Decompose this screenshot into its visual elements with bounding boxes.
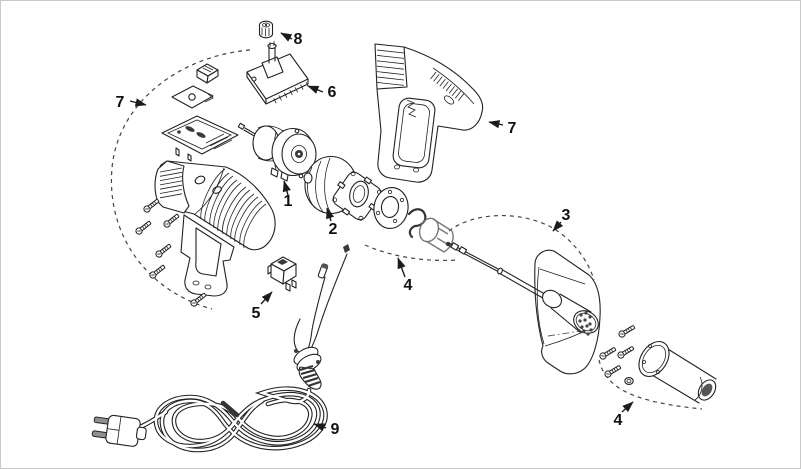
heater-core	[541, 289, 599, 336]
housing-left-shell	[154, 160, 276, 297]
callout-4-bottom: 4	[614, 401, 634, 429]
callout-label: 7	[116, 94, 125, 111]
part-housing-right	[374, 43, 484, 183]
callout-label: 4	[404, 277, 413, 294]
cord-tie	[220, 400, 240, 418]
dashed-group-arc-left-housing	[110, 49, 251, 310]
callout-5: 5	[252, 291, 273, 322]
power-plug	[91, 414, 147, 447]
part-housing-left-assembly	[134, 63, 276, 308]
cord-strain-relief	[293, 346, 322, 390]
callout-7-right: 7	[488, 120, 517, 137]
cord-coil	[135, 386, 328, 453]
lead-wire	[308, 253, 348, 354]
callout-2: 2	[326, 207, 338, 238]
retainer-clip	[196, 63, 219, 84]
callout-label: 8	[294, 31, 303, 48]
callout-1: 1	[282, 180, 293, 210]
part-power-cord	[91, 244, 350, 453]
washer	[624, 377, 634, 385]
callouts: 7 8 6 1 2 4 7 3	[116, 31, 634, 438]
callout-label: 5	[252, 305, 261, 322]
part-control-circuit-board	[246, 41, 309, 105]
baffle-plate	[171, 85, 214, 109]
callout-8: 8	[280, 31, 303, 48]
part-motor-field	[303, 155, 382, 221]
switch-rocker	[277, 259, 288, 265]
split-collar	[418, 217, 454, 253]
terminal-tray	[161, 115, 239, 162]
nozzle-barrel	[638, 341, 717, 404]
callout-label: 4	[614, 412, 623, 429]
part-nozzle-hardware-set	[598, 323, 717, 404]
part-fan-plate-set	[373, 187, 454, 253]
callout-7-left: 7	[116, 94, 147, 111]
callout-6: 6	[307, 84, 337, 101]
part-motor-fan	[237, 122, 317, 182]
dashed-group-arc-fanplate	[364, 244, 458, 261]
part-knob-cap	[258, 20, 274, 39]
callout-label: 6	[328, 84, 337, 101]
callout-label: 7	[508, 120, 517, 137]
part-power-switch	[267, 256, 297, 292]
dashed-group-arc-heater	[448, 214, 595, 281]
callout-9: 9	[313, 421, 340, 438]
part-heating-element-assembly	[445, 241, 602, 375]
callout-label: 1	[284, 193, 293, 210]
callout-label: 3	[562, 207, 571, 224]
heat-shield	[534, 249, 601, 375]
potentiometer	[261, 41, 284, 79]
callout-3: 3	[552, 207, 571, 232]
callout-label: 9	[331, 421, 340, 438]
callout-4-middle: 4	[397, 257, 413, 294]
callout-label: 2	[329, 221, 338, 238]
dashed-group-arc-nozzle	[598, 359, 703, 410]
